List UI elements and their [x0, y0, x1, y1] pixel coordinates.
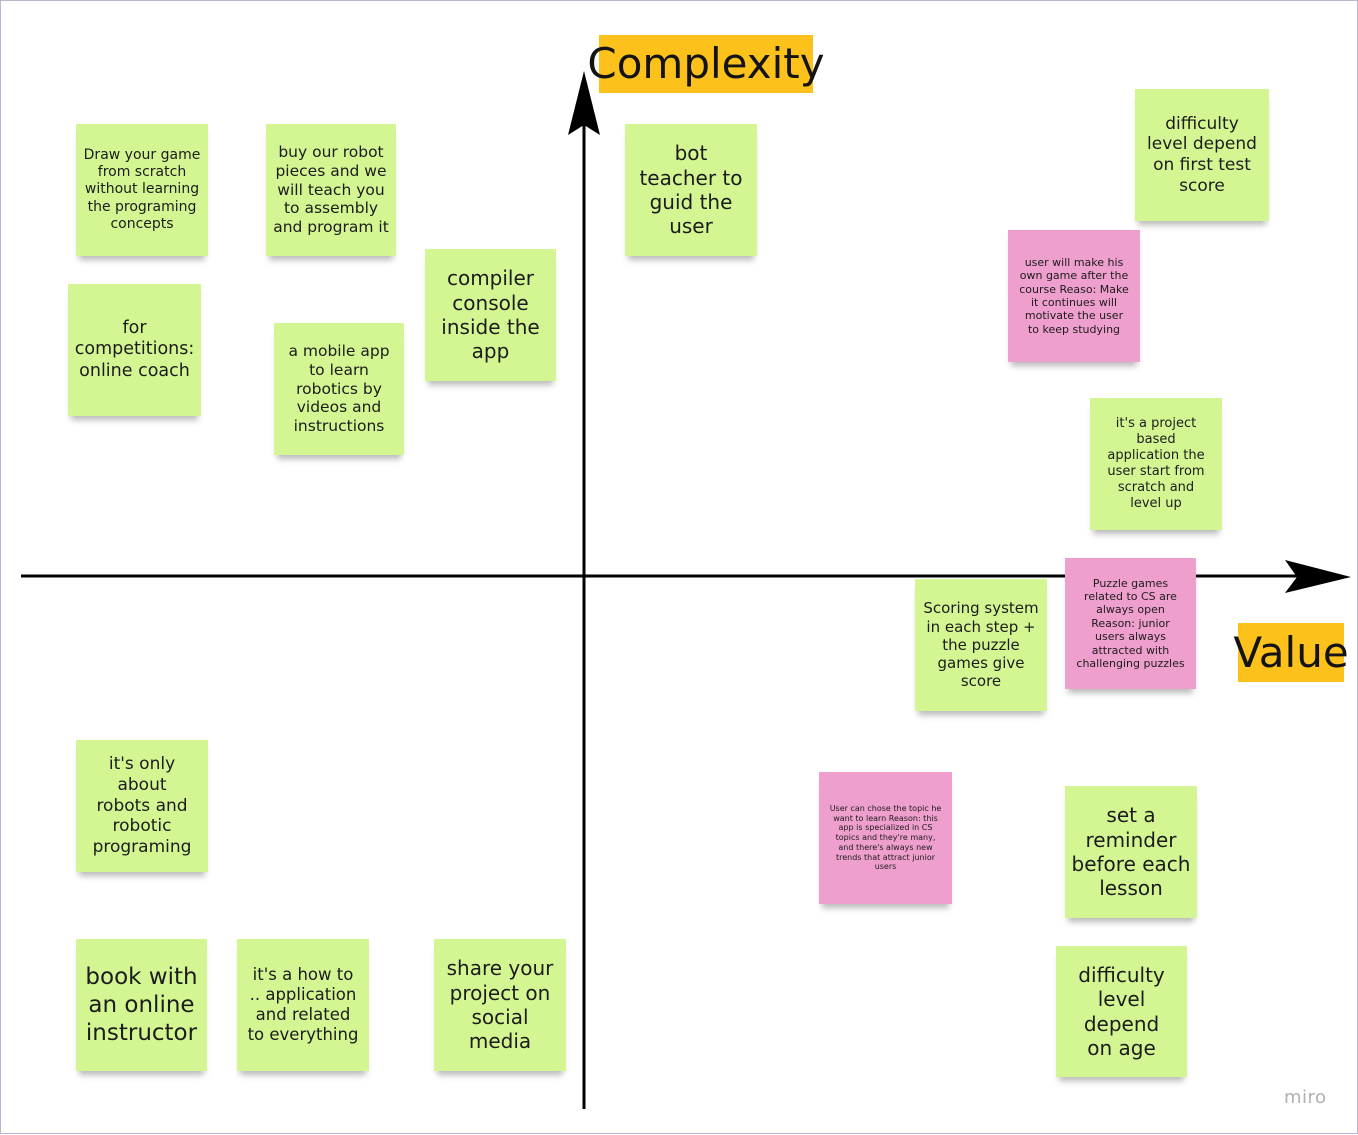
- y-axis-arrowhead: [568, 71, 600, 135]
- sticky-note-competitions[interactable]: for competitions: online coach: [68, 284, 201, 416]
- sticky-note-text: book with an online instructor: [85, 963, 198, 1047]
- sticky-note-draw-game[interactable]: Draw your game from scratch without lear…: [76, 124, 208, 256]
- sticky-note-text: it's a how to .. application and related…: [247, 964, 359, 1045]
- sticky-note-buy-robot[interactable]: buy our robot pieces and we will teach y…: [266, 124, 396, 256]
- sticky-note-text: it's only about robots and robotic progr…: [92, 754, 192, 858]
- sticky-note-difficulty-age[interactable]: difficulty level depend on age: [1056, 946, 1187, 1077]
- sticky-note-text: compiler console inside the app: [441, 266, 540, 364]
- sticky-note-text: difficulty level depend on age: [1078, 962, 1165, 1060]
- sticky-note-difficulty-first-test[interactable]: difficulty level depend on first test sc…: [1135, 89, 1269, 221]
- sticky-note-text: a mobile app to learn robotics by videos…: [288, 341, 390, 436]
- sticky-note-compiler[interactable]: compiler console inside the app: [425, 249, 556, 381]
- sticky-note-text: Scoring system in each step + the puzzle…: [923, 599, 1039, 691]
- sticky-note-text: for competitions: online coach: [74, 317, 195, 381]
- sticky-note-text: share your project on social media: [446, 956, 554, 1054]
- sticky-note-text: Puzzle games related to CS are always op…: [1076, 576, 1185, 671]
- sticky-note-text: set a reminder before each lesson: [1071, 803, 1191, 901]
- sticky-note-book-instructor[interactable]: book with an online instructor: [76, 939, 207, 1071]
- sticky-note-reminder[interactable]: set a reminder before each lesson: [1065, 786, 1197, 918]
- sticky-note-share[interactable]: share your project on social media: [434, 939, 566, 1071]
- sticky-note-text: Draw your game from scratch without lear…: [83, 147, 201, 232]
- sticky-note-text: difficulty level depend on first test sc…: [1147, 113, 1257, 196]
- y-axis-label[interactable]: Complexity: [587, 35, 825, 93]
- x-axis-arrowhead: [1285, 560, 1351, 593]
- sticky-note-mobile-app[interactable]: a mobile app to learn robotics by videos…: [274, 323, 404, 455]
- sticky-note-bot-teacher[interactable]: bot teacher to guid the user: [625, 124, 757, 256]
- sticky-note-text: buy our robot pieces and we will teach y…: [273, 142, 389, 237]
- sticky-note-user-make-game[interactable]: user will make his own game after the co…: [1008, 230, 1140, 362]
- sticky-note-text: it's a project based application the use…: [1107, 416, 1205, 511]
- sticky-note-scoring-system[interactable]: Scoring system in each step + the puzzle…: [915, 579, 1047, 711]
- sticky-note-only-robots[interactable]: it's only about robots and robotic progr…: [76, 740, 208, 872]
- x-axis-label[interactable]: Value: [1233, 623, 1349, 682]
- miro-logo: miro: [1284, 1087, 1327, 1108]
- sticky-note-text: user will make his own game after the co…: [1019, 255, 1129, 336]
- sticky-note-text: User can chose the topic he want to lear…: [829, 803, 942, 872]
- sticky-note-puzzle-games[interactable]: Puzzle games related to CS are always op…: [1065, 558, 1196, 689]
- sticky-note-chose-topic[interactable]: User can chose the topic he want to lear…: [819, 772, 952, 904]
- sticky-note-how-to[interactable]: it's a how to .. application and related…: [237, 939, 369, 1071]
- sticky-note-text: bot teacher to guid the user: [639, 141, 743, 239]
- sticky-note-project-based[interactable]: it's a project based application the use…: [1090, 398, 1222, 530]
